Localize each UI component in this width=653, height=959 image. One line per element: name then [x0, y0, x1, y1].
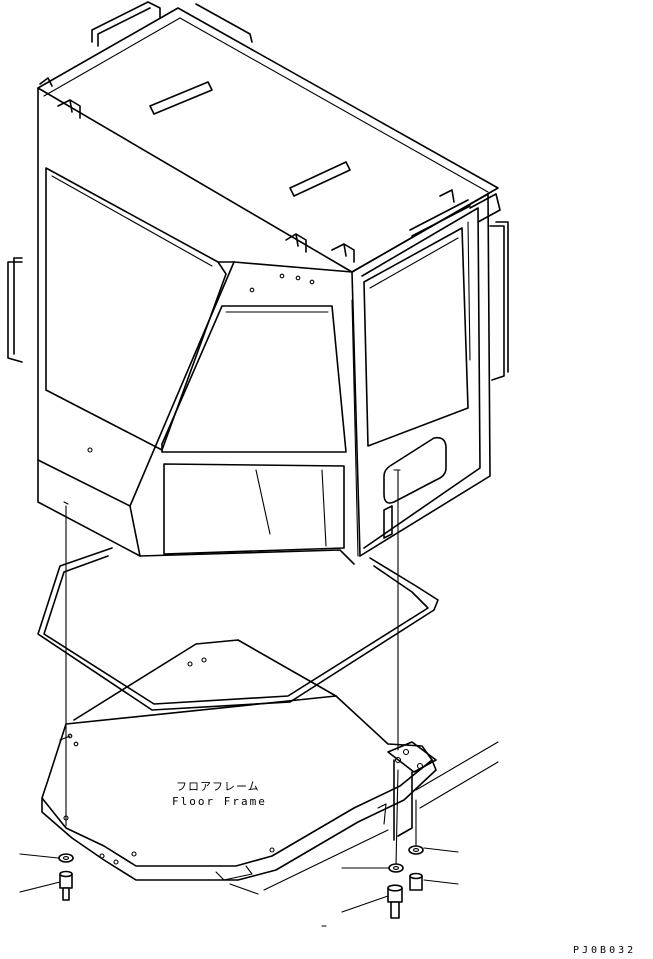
bolt-center-lines: [63, 469, 417, 867]
floor-frame-label-en: Floor Frame: [172, 795, 267, 808]
right-bolt-small: [409, 872, 423, 891]
cab-seal-ring: [37, 547, 439, 711]
leader-lines: [19, 847, 459, 927]
center-washer: [388, 863, 404, 873]
left-washer: [58, 853, 74, 863]
floor-frame-label-jp: フロアフレーム: [176, 780, 260, 793]
drawing-code: PJ0B032: [573, 945, 637, 956]
operator-cab: [7, 1, 509, 565]
center-bolt: [387, 884, 403, 919]
left-bolt: [59, 870, 73, 901]
floor-frame: [41, 639, 499, 895]
right-washer-small: [408, 845, 424, 855]
